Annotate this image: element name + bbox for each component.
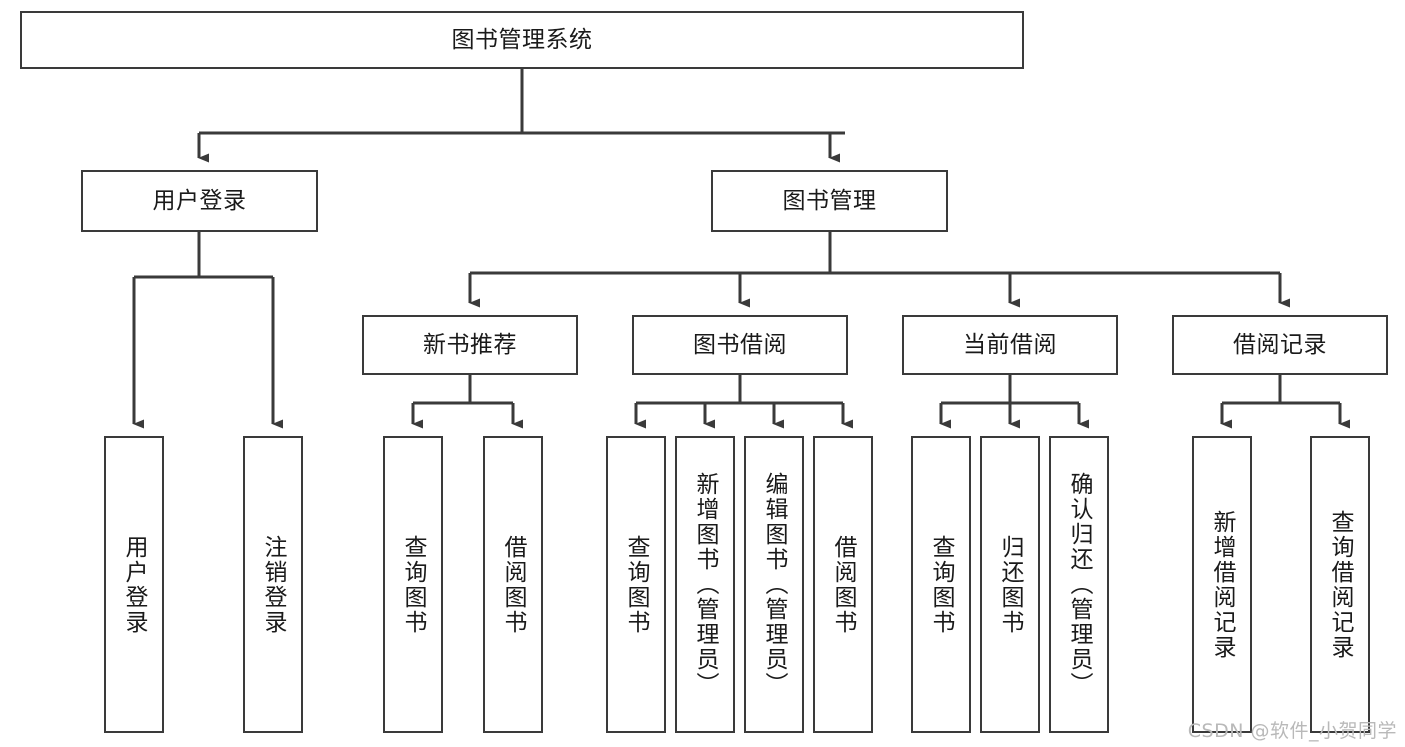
leaf-user-login-login[interactable]: 用户登录 [104, 436, 164, 733]
leaf-borrow-record-add-record[interactable]: 新增借阅记录 [1192, 436, 1252, 733]
node-root-book-management-system[interactable]: 图书管理系统 [20, 11, 1024, 69]
leaf-user-login-logout[interactable]: 注销登录 [243, 436, 303, 733]
node-label: 当前借阅 [963, 331, 1057, 358]
node-label: 图书管理系统 [451, 26, 593, 53]
node-label: 确认归还（管理员） [1066, 472, 1093, 697]
node-label: 借阅图书 [500, 534, 527, 635]
csdn-watermark: CSDN @软件_小贺同学 [1187, 720, 1397, 742]
node-label: 借阅记录 [1233, 331, 1327, 358]
node-label: 注销登录 [260, 534, 287, 635]
node-label: 用户登录 [121, 534, 148, 635]
node-borrow-record[interactable]: 借阅记录 [1172, 315, 1388, 375]
node-label: 新书推荐 [423, 331, 517, 358]
node-label: 图书借阅 [693, 331, 787, 358]
leaf-book-borrow-query-book[interactable]: 查询图书 [606, 436, 666, 733]
node-label: 查询图书 [928, 534, 955, 635]
node-book-management[interactable]: 图书管理 [711, 170, 948, 232]
node-label: 查询图书 [623, 534, 650, 635]
leaf-current-borrow-query-book[interactable]: 查询图书 [911, 436, 971, 733]
node-label: 新增图书（管理员） [692, 472, 719, 697]
node-label: 归还图书 [997, 534, 1024, 635]
node-label: 查询借阅记录 [1327, 509, 1354, 660]
leaf-current-borrow-confirm-return-admin[interactable]: 确认归还（管理员） [1049, 436, 1109, 733]
node-current-borrow[interactable]: 当前借阅 [902, 315, 1118, 375]
node-label: 借阅图书 [830, 534, 857, 635]
leaf-current-borrow-return-book[interactable]: 归还图书 [980, 436, 1040, 733]
node-label: 编辑图书（管理员） [761, 472, 788, 697]
node-label: 用户登录 [152, 187, 247, 214]
node-label: 查询图书 [400, 534, 427, 635]
node-label: 新增借阅记录 [1209, 509, 1236, 660]
leaf-new-book-borrow-book[interactable]: 借阅图书 [483, 436, 543, 733]
node-label: 图书管理 [782, 187, 877, 214]
leaf-book-borrow-add-book-admin[interactable]: 新增图书（管理员） [675, 436, 735, 733]
node-book-borrow[interactable]: 图书借阅 [632, 315, 848, 375]
leaf-book-borrow-borrow-book[interactable]: 借阅图书 [813, 436, 873, 733]
leaf-new-book-query-book[interactable]: 查询图书 [383, 436, 443, 733]
leaf-book-borrow-edit-book-admin[interactable]: 编辑图书（管理员） [744, 436, 804, 733]
leaf-borrow-record-query-record[interactable]: 查询借阅记录 [1310, 436, 1370, 733]
node-user-login[interactable]: 用户登录 [81, 170, 318, 232]
node-new-book-recommend[interactable]: 新书推荐 [362, 315, 578, 375]
